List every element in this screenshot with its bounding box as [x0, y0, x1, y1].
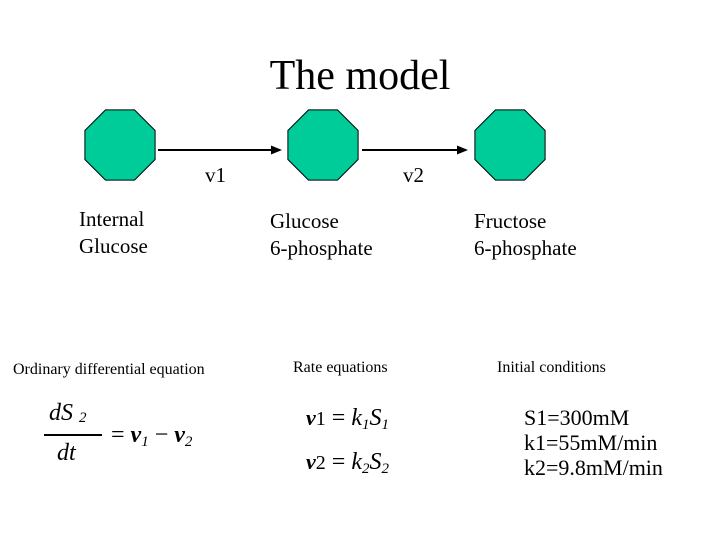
ode-term2-sub: 2 [184, 434, 193, 450]
ode-numerator-sub: 2 [79, 409, 87, 426]
ode-term2: v [174, 422, 185, 448]
initial-condition-k1: k1=55mM/min [524, 430, 658, 455]
node-label-line2: 6-phosphate [474, 236, 577, 260]
ode-equals: = [111, 422, 125, 448]
rate-v-sub: 2 [315, 452, 326, 474]
initial-conditions-list: S1=300mM k1=55mM/min k2=9.8mM/min [524, 405, 663, 480]
rate-s: S [369, 449, 382, 475]
ode-fraction: dS 2 dt [44, 400, 102, 470]
node-fructose-6-phosphate-octagon [474, 109, 546, 181]
arrow-glucose-6-phosphate-to-fructose-6-phosphate [362, 145, 468, 155]
page-title: The model [269, 53, 451, 99]
rate-s-sub: 1 [381, 417, 389, 433]
initial-conditions-header: Initial conditions [497, 359, 606, 376]
initial-condition-k2: k2=9.8mM/min [524, 455, 663, 480]
arrow-head [271, 145, 282, 155]
node-label-line1: Internal [79, 207, 145, 231]
initial-condition-s1: S1=300mM [524, 405, 630, 430]
rate-equals: = [331, 405, 346, 431]
rate-k-sub: 2 [361, 461, 370, 477]
ode-term1: v [130, 422, 142, 448]
arrows-layer [158, 145, 468, 155]
arrow-internal-glucose-to-glucose-6-phosphate [158, 145, 282, 155]
node-label-fructose-6-phosphate: Fructose 6-phosphate [474, 208, 577, 262]
rate-k: k [351, 405, 362, 431]
rate-v-sub: 1 [315, 408, 326, 430]
node-label-line2: Glucose [79, 234, 148, 258]
rate-k-sub: 1 [361, 417, 370, 433]
arrow-label-v1: v1 [205, 163, 226, 187]
arrow-label-v2: v2 [403, 163, 424, 187]
ode-rhs: =v1−v2 [105, 422, 192, 451]
rate-k: k [351, 449, 362, 475]
ode-numerator-text: dS [49, 400, 73, 426]
node-label-internal-glucose: Internal Glucose [79, 206, 148, 260]
rate-s: S [369, 405, 382, 431]
node-label-line2: 6-phosphate [270, 236, 373, 260]
rate-s-sub: 2 [381, 461, 389, 477]
rate-equation-1: v1=k1S1 [306, 405, 389, 434]
rate-v: v [306, 405, 316, 430]
ode-numerator: dS 2 [49, 400, 87, 431]
node-glucose-6-phosphate-octagon [287, 109, 359, 181]
ode-header: Ordinary differential equation [13, 361, 205, 378]
ode-denominator: dt [57, 440, 76, 466]
rate-equals: = [331, 449, 346, 475]
ode-term1-sub: 1 [141, 434, 149, 450]
node-label-line1: Glucose [270, 209, 339, 233]
rate-v: v [306, 449, 316, 474]
node-internal-glucose-octagon [84, 109, 156, 181]
rate-equations-header: Rate equations [293, 359, 388, 376]
node-label-line1: Fructose [474, 209, 547, 233]
rate-equation-2: v2=k2S2 [306, 449, 389, 478]
fraction-bar [44, 434, 102, 436]
arrow-head [457, 145, 468, 155]
ode-minus: − [154, 422, 169, 448]
node-label-glucose-6-phosphate: Glucose 6-phosphate [270, 208, 373, 262]
nodes-layer [84, 109, 546, 181]
